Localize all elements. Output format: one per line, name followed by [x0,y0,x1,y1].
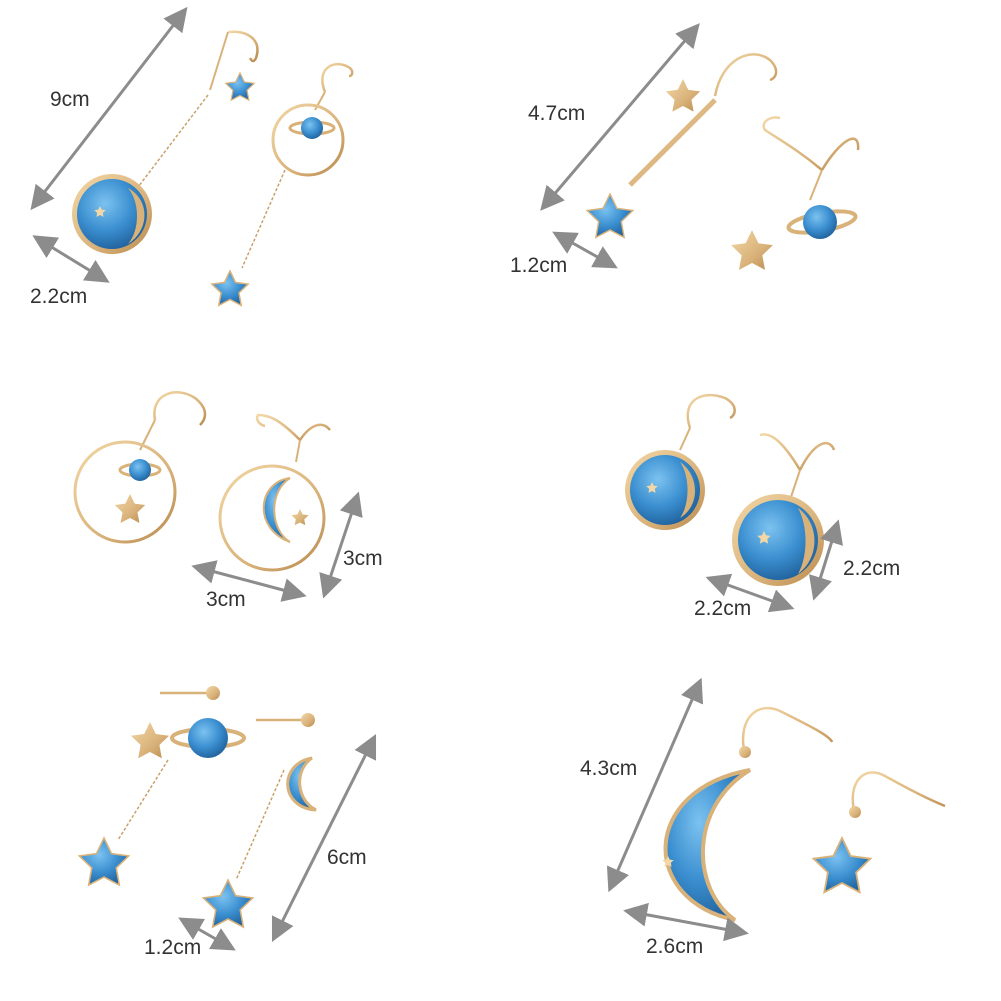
star-charm [814,838,871,892]
planet-charm [170,718,246,758]
moon-charm [662,768,752,922]
dimension-arrow [191,560,307,602]
dimension-arrow [606,677,704,893]
star-charm [131,722,169,759]
chain [241,169,286,269]
panel-1-earrings: 9cm 2.2cm [30,6,354,308]
moon-coin-pendant [625,450,705,530]
dimension-label-width: 1.2cm [144,936,201,959]
ear-hook [255,413,331,441]
panel-4-earrings: 2.2cm 2.2cm [625,393,900,620]
moon-coin-pendant [732,494,824,586]
dimension-arrow [552,231,618,269]
dimension-label-width: 3cm [206,588,246,611]
dimension-label-width: 2.2cm [30,285,87,308]
moon-charm [286,756,317,812]
dimension-arrow [540,23,700,211]
hoop-ring [73,440,177,544]
dimension-arrow [30,6,188,211]
panel-2-earrings: 4.7cm 1.2cm [510,23,860,277]
star-charm [587,194,633,237]
star-charm [291,509,309,526]
planet-charm [118,459,162,481]
dimension-label-width: 1.2cm [510,254,567,277]
panel-3-earrings: 3cm 3cm [73,391,383,611]
ear-hook [742,706,834,756]
moon-planet-pendant [72,174,152,254]
star-charm [114,494,146,523]
dimension-label-height: 3cm [343,547,383,570]
dimension-label-length: 4.7cm [528,102,585,125]
ear-hook [321,62,354,93]
dimension-arrow [623,902,749,942]
panel-5-earrings: 6cm 1.2cm [79,686,377,959]
ear-hook [153,391,207,426]
ear-hook [762,116,860,171]
chain [235,769,285,881]
dimension-label-length: 4.3cm [580,757,637,780]
ear-hook [759,433,836,471]
dimension-arrow [32,235,110,283]
ear-hook [686,393,736,429]
chain [117,759,169,841]
star-charm [79,838,128,885]
dimension-arrow [319,491,363,599]
star-charm [665,79,701,112]
panel-6-earrings: 4.3cm 2.6cm [580,677,946,958]
dimension-arrow [178,917,236,951]
chain [131,94,209,196]
dimension-arrow [705,573,795,613]
ear-hook-stem [209,31,229,91]
ear-hook [851,771,946,816]
star-charm [203,880,252,927]
dimension-label-length: 6cm [327,846,367,869]
planet-charm [288,117,336,139]
dimension-label-height: 2.2cm [843,557,900,580]
bar-stick [628,98,717,187]
star-charm [731,230,773,270]
dimension-label-length: 9cm [50,88,90,111]
ear-hook [227,30,259,63]
planet-charm [786,205,858,239]
ear-hook [713,53,778,97]
dimension-label-width: 2.2cm [694,597,751,620]
dimension-label-width: 2.6cm [646,935,703,958]
star-charm [212,271,248,305]
moon-charm [262,477,291,543]
star-charm [226,73,255,100]
hoop-ring [271,103,345,177]
dimension-arrow [271,733,377,943]
dimension-arrow [809,519,843,601]
